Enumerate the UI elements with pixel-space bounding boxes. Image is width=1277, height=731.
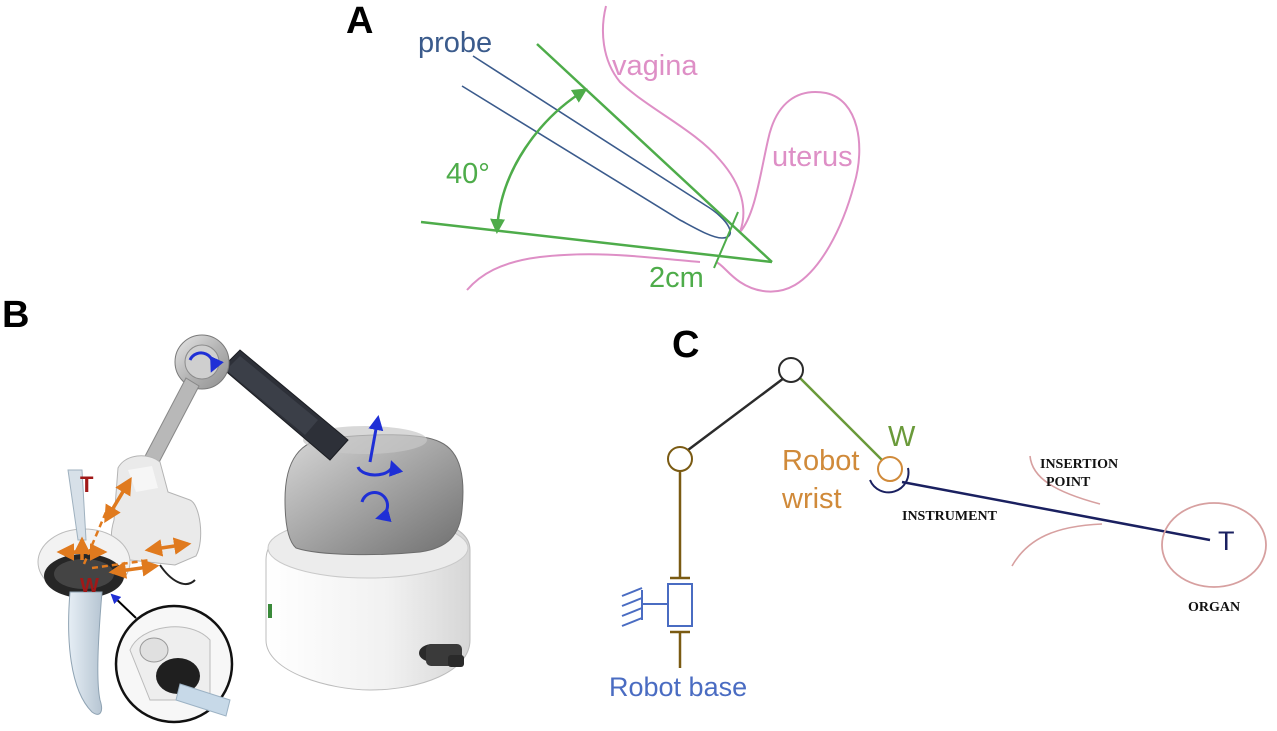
panel-b-letter: B	[2, 294, 29, 336]
angle-label: 40°	[446, 158, 490, 190]
shoulder-joint	[667, 446, 693, 472]
ultrasound-probe	[67, 469, 103, 715]
wrist-letter-label: W	[888, 421, 916, 453]
tool-tip-marker-label: T	[80, 472, 94, 497]
probe-outline	[461, 55, 732, 239]
base-link	[670, 470, 690, 668]
distance-tick	[713, 211, 739, 269]
robot-forearm	[141, 377, 200, 471]
elbow-joint	[778, 357, 804, 383]
dof-arrows	[56, 476, 192, 579]
tissue-upper	[1029, 455, 1101, 505]
panel-c: C W	[609, 324, 1267, 702]
panel-b: B	[2, 294, 471, 724]
angle-arc	[490, 88, 588, 234]
tissue-lower	[1011, 523, 1103, 567]
panel-a-letter: A	[346, 0, 373, 42]
ground-hatch	[621, 587, 668, 627]
uterus-label: uterus	[772, 141, 853, 173]
panel-c-letter: C	[672, 324, 699, 366]
robot-wrist-label-line2: wrist	[781, 483, 842, 515]
vagina-wall-upper	[601, 5, 745, 233]
vagina-label: vagina	[612, 50, 698, 82]
prismatic-joint	[667, 583, 693, 627]
instrument-shaft	[901, 480, 1211, 542]
robot-base-label: Robot base	[609, 672, 747, 702]
wrist-joint	[877, 456, 903, 482]
wrist-marker-label: W	[80, 575, 99, 597]
organ-label: ORGAN	[1188, 600, 1240, 615]
probe-label: probe	[418, 27, 492, 59]
vagina-wall-lower	[466, 253, 701, 291]
instrument-label: INSTRUMENT	[902, 509, 998, 524]
insertion-point-label-line2: POINT	[1046, 475, 1091, 490]
tip-label: T	[1218, 526, 1235, 556]
link-elbow-wrist	[799, 377, 883, 461]
link-shoulder-elbow	[687, 377, 785, 451]
distance-label: 2cm	[649, 262, 704, 294]
inset-pointer	[110, 593, 137, 619]
robot-wrist-housing	[37, 455, 202, 598]
rotation-arrows	[188, 351, 404, 522]
wrist-socket	[869, 467, 910, 494]
organ-outline	[1161, 502, 1267, 588]
fov-lower-line	[420, 220, 773, 264]
uterus-outline	[715, 91, 861, 293]
zoom-inset	[114, 604, 234, 724]
insertion-point-label-line1: INSERTION	[1040, 457, 1118, 472]
robot-wrist-label-line1: Robot	[782, 445, 859, 477]
panel-a: A probe vagina uterus 40° 2cm	[346, 0, 861, 294]
robot-elbow-joint	[174, 334, 230, 390]
